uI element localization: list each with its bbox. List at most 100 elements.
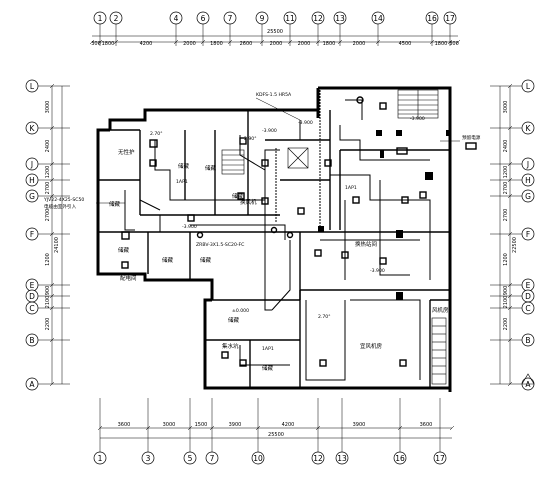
dimension-value: 2600 (240, 41, 253, 47)
dimension-value: 3900 (353, 422, 366, 428)
axis-bubble: J (521, 157, 535, 171)
axis-label: 17 (435, 454, 445, 463)
dimension-value: 2400 (503, 140, 509, 153)
elevator-shaft (287, 147, 309, 169)
axis-bubble: 11 (283, 11, 297, 25)
cable-runs (124, 90, 431, 381)
cable-spec-label: ZRBV-3X1.5-SC20-FC (196, 242, 244, 248)
axis-bubble: 5 (183, 451, 197, 465)
room-label: 储藏 (118, 246, 130, 254)
axis-bubble: H (521, 173, 535, 187)
right-total-dimension: 22500 (512, 237, 518, 253)
dimension-value: 1800 (435, 41, 448, 47)
height-label: 2.90° (244, 136, 257, 142)
room-label: 储藏 (232, 192, 244, 200)
panel-label: 1AP1 (262, 346, 274, 352)
dimension-value: 4500 (399, 41, 412, 47)
axis-bubble: 16 (393, 451, 407, 465)
axis-label: 5 (188, 454, 193, 463)
right-dimension-group: 22500 3000240012002700270012009002100220… (490, 79, 535, 391)
axis-label: B (525, 336, 530, 345)
axis-label: F (30, 230, 34, 239)
dimension-value: 2100 (503, 296, 509, 309)
left-total-dimension: 24100 (54, 237, 60, 253)
axis-label: L (30, 82, 35, 91)
dimension-value: 1200 (503, 253, 509, 266)
axis-label: 10 (253, 454, 263, 463)
room-label: 储藏 (262, 364, 274, 372)
room-label: 风机房 (432, 306, 449, 314)
axis-label: G (525, 192, 531, 201)
axis-label: F (526, 230, 530, 239)
axis-bubble: 12 (311, 451, 325, 465)
bottom-total-dimension: 25500 (268, 432, 284, 438)
axis-bubble: 7 (223, 11, 237, 25)
axis-bubble: B (521, 333, 535, 347)
axis-label: J (30, 160, 33, 169)
dimension-value: 2000 (183, 41, 196, 47)
dimension-value: 3600 (420, 422, 433, 428)
room-label: 储藏 (162, 256, 174, 264)
elevation-label: -3.900 (298, 120, 313, 126)
device-spec-label: KDFS-1.5 HR5A (256, 92, 292, 98)
axis-bubble: 16 (425, 11, 439, 25)
axis-label: 16 (395, 454, 405, 463)
axis-label: 13 (337, 454, 347, 463)
axis-bubble: K (25, 121, 39, 135)
room-label: 换热站间 (355, 240, 377, 248)
axis-bubble: 13 (333, 11, 347, 25)
exterior-walls (96, 86, 452, 392)
axis-bubble: 10 (251, 451, 265, 465)
axis-bubble: F (521, 227, 535, 241)
dimension-value: 300 (91, 41, 101, 47)
axis-label: D (29, 292, 35, 301)
axis-label: 13 (335, 14, 345, 23)
north-arrow-icon (521, 373, 535, 385)
room-label: 宜风机房 (360, 342, 383, 350)
axis-label: C (29, 304, 34, 313)
axis-label: 9 (260, 14, 265, 23)
dimension-value: 3900 (229, 422, 242, 428)
axis-bubble: K (521, 121, 535, 135)
axis-bubble: 3 (141, 451, 155, 465)
elevation-label: -3.900 (262, 128, 277, 134)
room-label: 储藏 (200, 256, 212, 264)
left-dimension-group: 24100 3000240012002700270012009002100220… (25, 79, 70, 391)
elevation-label: -3.900 (410, 116, 425, 122)
axis-bubble: 7 (205, 451, 219, 465)
axis-bubble: 1 (93, 451, 107, 465)
axis-bubble: 14 (371, 11, 385, 25)
axis-label: 12 (313, 454, 323, 463)
dimension-value: 1200 (503, 166, 509, 179)
axis-bubble: 9 (255, 11, 269, 25)
axis-bubble: 2 (109, 11, 123, 25)
axis-label: E (30, 281, 35, 290)
axis-label: A (525, 380, 531, 389)
height-label: 2.70° (150, 131, 163, 137)
dimension-value: 2400 (45, 140, 51, 153)
electrical-devices (121, 96, 477, 367)
dimension-value: 1500 (195, 422, 208, 428)
dimension-value: 2100 (45, 296, 51, 309)
dimension-value: 300 (449, 41, 459, 47)
axis-label: 6 (201, 14, 206, 23)
room-label: 储藏 (109, 200, 121, 208)
dimension-value: 3600 (118, 422, 131, 428)
dimension-value: 1800 (210, 41, 223, 47)
axis-bubble: G (521, 189, 535, 203)
axis-label: D (525, 292, 531, 301)
panel-label: 1AP1 (176, 179, 188, 185)
axis-label: A (29, 380, 35, 389)
axis-bubble: L (25, 79, 39, 93)
cable-note-label: 电缆由室外引入 (44, 203, 77, 210)
dimension-value: 2700 (45, 182, 51, 195)
dimension-value: 2000 (353, 41, 366, 47)
dimension-value: 3000 (45, 101, 51, 114)
dimension-value: 900 (45, 286, 51, 296)
room-label: 储藏 (178, 162, 190, 170)
room-label: 换风机 (240, 198, 257, 206)
axis-bubble: 17 (433, 451, 447, 465)
